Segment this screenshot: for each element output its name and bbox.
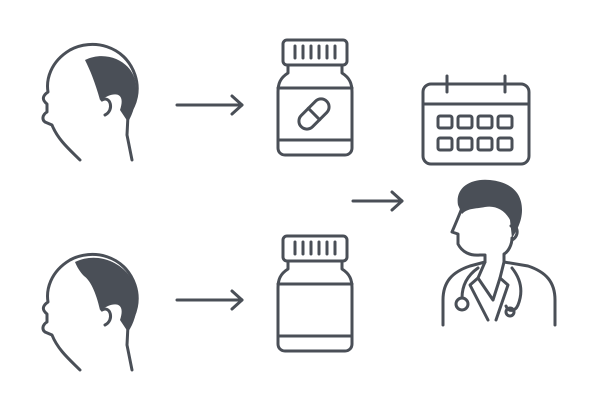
balding-head-icon xyxy=(41,42,139,162)
right-arrow-icon xyxy=(175,289,244,311)
pill-bottle-with-capsule-icon xyxy=(276,38,354,157)
plain-pill-bottle-icon xyxy=(276,234,354,353)
doctor-with-stethoscope-icon xyxy=(441,179,557,327)
right-arrow-icon xyxy=(351,190,404,212)
right-arrow-icon xyxy=(175,94,244,116)
calendar-icon xyxy=(421,74,531,166)
balding-head-icon xyxy=(41,252,139,372)
